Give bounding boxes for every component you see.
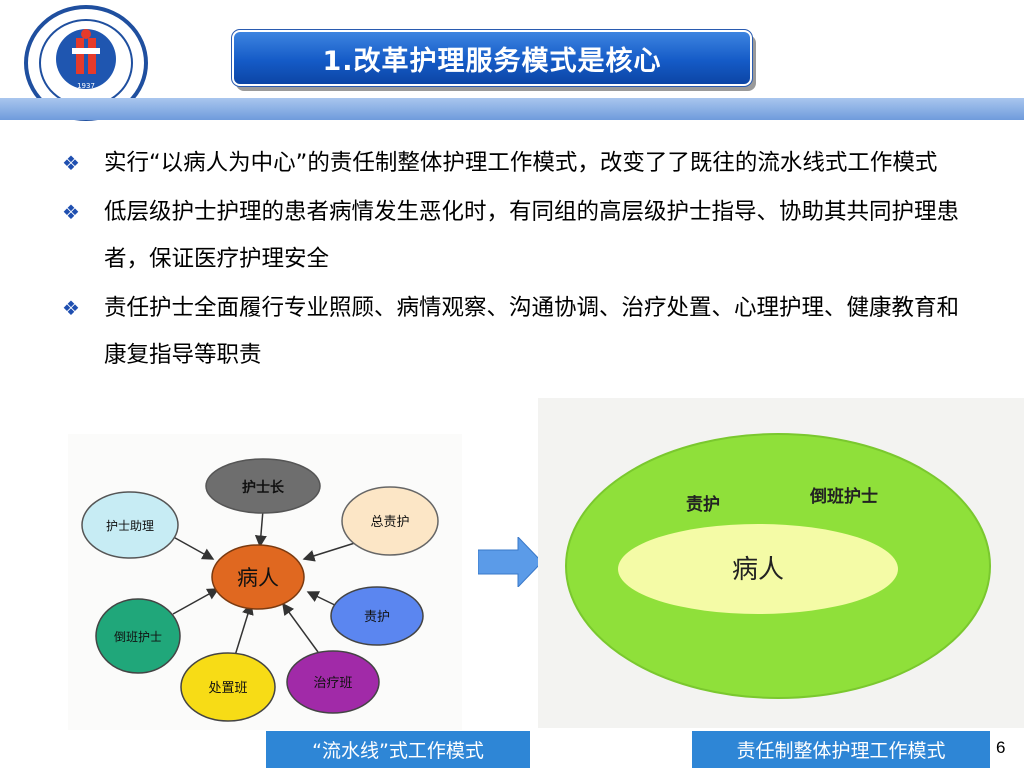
node-nurse-assistant-label: 护士助理 [106, 519, 154, 533]
diamond-bullet-icon: ❖ [62, 296, 80, 320]
bullet-item: ❖ 低层级护士护理的患者病情发生恶化时，有同组的高层级护士指导、协助其共同护理患… [60, 189, 980, 283]
node-treatment-shift-label: 治疗班 [313, 676, 352, 691]
integrated-model-diagram: 责护 倒班护士 病人 [538, 398, 1024, 728]
node-treatment-shift [286, 650, 380, 714]
page-title: 1.改革护理服务模式是核心 [322, 45, 662, 77]
node-shift-nurse-label: 倒班护士 [114, 630, 162, 644]
node-chief-nurse [341, 486, 439, 556]
inner-ellipse [618, 524, 898, 614]
logo-year: 1937 [77, 82, 95, 90]
page-number: 6 [996, 738, 1006, 757]
bullet-item: ❖ 实行“以病人为中心”的责任制整体护理工作模式，改变了了既往的流水线式工作模式 [60, 140, 980, 187]
node-disposal-shift [180, 652, 276, 722]
bullet-item: ❖ 责任护士全面履行专业照顾、病情观察、沟通协调、治疗处置、心理护理、健康教育和… [60, 285, 980, 379]
hospital-logo: 1937 [24, 5, 148, 121]
node-shift-nurse [95, 598, 181, 674]
bullet-text: 责任护士全面履行专业照顾、病情观察、沟通协调、治疗处置、心理护理、健康教育和康复… [104, 295, 960, 368]
node-primary-nurse-label: 责护 [364, 610, 390, 625]
diamond-bullet-icon: ❖ [62, 151, 80, 175]
node-head-nurse-label: 护士长 [242, 479, 285, 496]
outer-label-primary-nurse: 责护 [686, 494, 720, 515]
node-primary-nurse [330, 586, 424, 646]
node-disposal-shift-label: 处置班 [208, 681, 247, 696]
caption-integrated-model: 责任制整体护理工作模式 [692, 731, 990, 768]
node-patient-center [211, 544, 305, 610]
outer-label-shift-nurse: 倒班护士 [809, 486, 878, 507]
header-bar [0, 98, 1024, 120]
title-box: 1.改革护理服务模式是核心 [231, 29, 753, 87]
diamond-bullet-icon: ❖ [62, 200, 80, 224]
node-patient-center-label: 病人 [237, 566, 279, 590]
node-chief-nurse-label: 总责护 [370, 515, 409, 530]
inner-label-patient: 病人 [732, 555, 784, 585]
caption-assembly-line: “流水线”式工作模式 [266, 731, 530, 768]
node-head-nurse [205, 458, 321, 514]
node-nurse-assistant [81, 491, 179, 559]
right-arrow-icon [478, 537, 542, 587]
assembly-line-diagram: 护士长 总责护 责护 治疗班 处置班 倒班护士 护士助理 病人 [68, 434, 462, 730]
bullet-text: 实行“以病人为中心”的责任制整体护理工作模式，改变了了既往的流水线式工作模式 [104, 150, 938, 176]
bullet-list: ❖ 实行“以病人为中心”的责任制整体护理工作模式，改变了了既往的流水线式工作模式… [60, 140, 980, 381]
bullet-text: 低层级护士护理的患者病情发生恶化时，有同组的高层级护士指导、协助其共同护理患者，… [104, 199, 960, 272]
